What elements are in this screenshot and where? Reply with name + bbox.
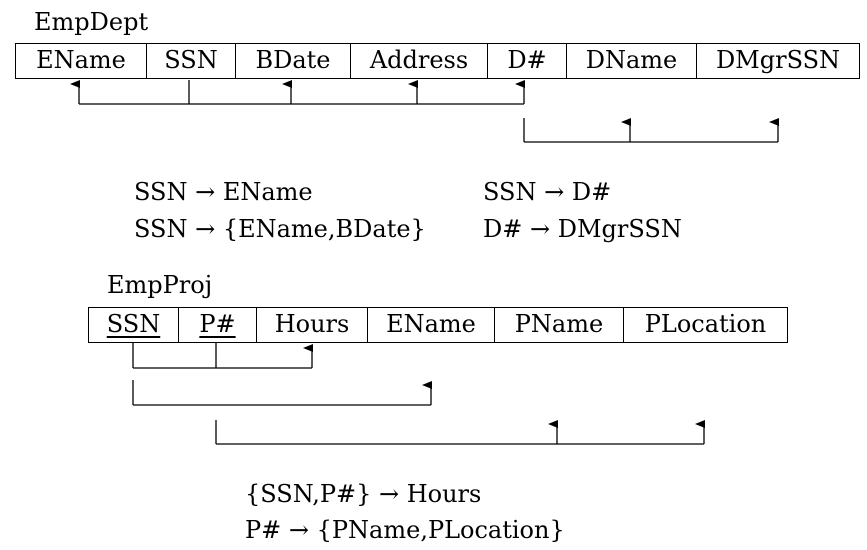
empdept-attr-ename: EName (36, 46, 126, 74)
empproj-attr-ename: EName (367, 308, 494, 342)
empdept-attr-bdate: BDate (235, 44, 350, 78)
fd-arrow-ssn-ename (132, 380, 432, 406)
empproj-attr-pnum: P# (178, 308, 256, 342)
fd-empproj-2: P# → {PName,PLocation} (245, 516, 565, 544)
empdept-title: EmpDept (34, 8, 149, 36)
fd-empdept-2: SSN → {EName,BDate} (134, 215, 426, 243)
fd-arrow-ssn-empdept (70, 80, 525, 105)
empdept-attr-ssn: SSN (146, 44, 235, 78)
fd-arrow-pnum (215, 420, 705, 445)
fd-empdept-3: SSN → D# (483, 178, 612, 206)
empdept-schema: EName SSN BDate Address D# DName DMgrSSN (15, 43, 860, 79)
fd-arrow-dnum (523, 118, 779, 143)
fd-empproj-1: {SSN,P#} → Hours (245, 480, 482, 508)
fd-empdept-1: SSN → EName (134, 178, 313, 206)
empproj-schema: SSN P# Hours EName PName PLocation (88, 307, 788, 343)
fd-empdept-4: D# → DMgrSSN (483, 215, 682, 243)
primary-key-pnum: P# (199, 310, 236, 338)
empproj-title: EmpProj (107, 271, 213, 299)
empproj-attr-pname: PName (494, 308, 623, 342)
empdept-attr-address: Address (350, 44, 487, 78)
primary-key-ssn: SSN (106, 310, 161, 338)
empproj-attr-hours: Hours (256, 308, 367, 342)
empdept-attr-dnum: D# (487, 44, 566, 78)
empproj-attr-plocation: PLocation (623, 308, 787, 342)
empproj-attr-ssn: SSN (89, 308, 178, 342)
empdept-attr-dmgrssn: DMgrSSN (696, 44, 859, 78)
empdept-attr-dname: DName (566, 44, 696, 78)
fd-arrow-ssn-pnum-hours (132, 343, 313, 369)
